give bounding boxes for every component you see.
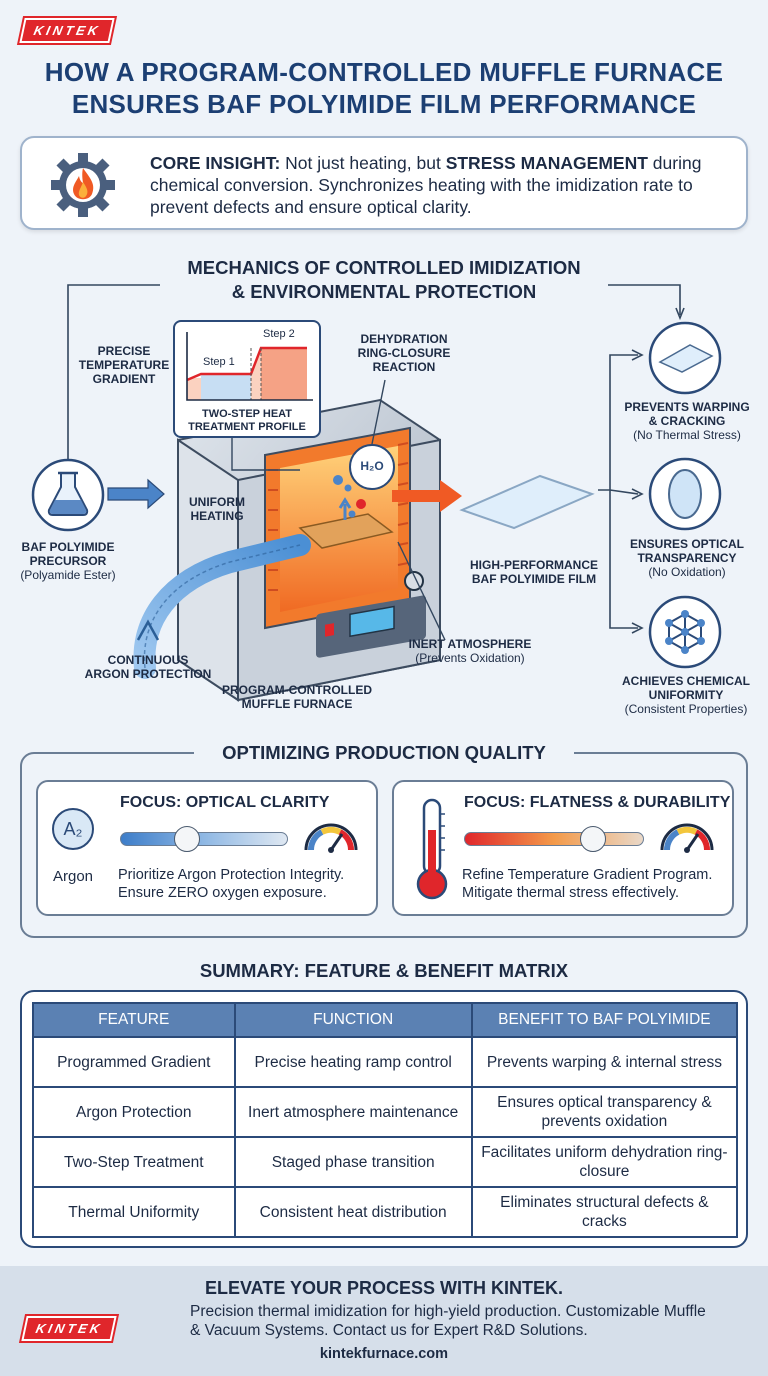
h2o-bubble	[349, 444, 395, 490]
header-benefit: BENEFIT TO BAF POLYIMIDE	[470, 1002, 739, 1038]
table-cell: Inert atmosphere maintenance	[233, 1086, 473, 1138]
outcome-uniformity: ACHIEVES CHEMICAL UNIFORMITY (Consistent…	[621, 674, 750, 716]
output-film	[459, 474, 595, 530]
table-row: Programmed Gradient Precise heating ramp…	[32, 1036, 739, 1088]
table-cell: Thermal Uniformity	[32, 1186, 236, 1238]
output-arrow	[392, 480, 462, 512]
footer-text: Precision thermal imidization for high-y…	[190, 1303, 706, 1339]
header-feature: FEATURE	[32, 1002, 236, 1038]
optical-clarity-focus: FOCUS: OPTICAL CLARITY	[120, 794, 330, 811]
power-switch	[325, 623, 334, 637]
dehydration-label: DEHYDRATION RING-CLOSURE REACTION	[357, 332, 451, 374]
table-header-row: FEATURE FUNCTION BENEFIT TO BAF POLYIMID…	[32, 1002, 739, 1038]
outcome-transparency: ENSURES OPTICAL TRANSPARENCY (No Oxidati…	[629, 537, 744, 579]
table-row: Thermal Uniformity Consistent heat distr…	[32, 1186, 739, 1238]
optimizing-title: OPTIMIZING PRODUCTION QUALITY	[194, 740, 574, 766]
table-cell: Argon Protection	[32, 1086, 236, 1138]
flatness-card: FOCUS: FLATNESS & DURABILITY Refine Temp…	[392, 780, 734, 916]
argon-badge-label: Argon	[52, 868, 94, 885]
flatness-focus: FOCUS: FLATNESS & DURABILITY	[464, 794, 731, 811]
gradient-label: PRECISE TEMPERATURE GRADIENT	[78, 344, 170, 386]
furnace-label: PROGRAM-CONTROLLED MUFFLE FURNACE	[222, 683, 372, 711]
argon-label: CONTINUOUS ARGON PROTECTION	[84, 653, 212, 681]
slider-knob[interactable]	[174, 826, 201, 852]
page-title: HOW A PROGRAM-CONTROLLED MUFFLE FURNACE …	[44, 57, 724, 119]
film-label: HIGH-PERFORMANCE BAF POLYIMIDE FILM	[470, 558, 598, 586]
chart-caption: TWO-STEP HEAT TREATMENT PROFILE	[188, 408, 306, 433]
table-cell: Facilitates uniform dehydration ring-clo…	[470, 1136, 739, 1188]
argon-badge-icon: A₂	[52, 808, 94, 850]
table-cell: Staged phase transition	[233, 1136, 473, 1188]
argon-priority-slider[interactable]	[120, 826, 288, 852]
step1-label: Step 1	[203, 356, 235, 368]
table-cell: Precise heating ramp control	[233, 1036, 473, 1088]
h2o-label: H₂O	[360, 459, 384, 473]
table-cell: Ensures optical transparency & prevents …	[470, 1086, 739, 1138]
gauge-icon	[660, 823, 714, 853]
table-row: Argon Protection Inert atmosphere mainte…	[32, 1086, 739, 1138]
summary-title: SUMMARY: FEATURE & BENEFIT MATRIX	[199, 960, 569, 981]
uniform-heating-label: UNIFORM HEATING	[189, 495, 245, 523]
brand-logo: KINTEK	[19, 18, 116, 43]
slider-knob[interactable]	[580, 826, 607, 852]
gear-flame-icon	[51, 153, 115, 217]
table-cell: Consistent heat distribution	[233, 1186, 473, 1238]
table-row: Two-Step Treatment Staged phase transiti…	[32, 1136, 739, 1188]
table-cell: Two-Step Treatment	[32, 1136, 236, 1188]
table-cell: Prevents warping & internal stress	[470, 1036, 739, 1088]
feature-benefit-table: FEATURE FUNCTION BENEFIT TO BAF POLYIMID…	[32, 1002, 739, 1238]
thermometer-icon	[416, 798, 448, 900]
inert-atmosphere-label: INERT ATMOSPHERE (Prevents Oxidation)	[408, 637, 532, 665]
display-screen	[349, 605, 395, 638]
table-cell: Eliminates structural defects & cracks	[470, 1186, 739, 1238]
outcome-warping: PREVENTS WARPING & CRACKING (No Thermal …	[624, 400, 750, 442]
precursor-connector	[67, 284, 160, 460]
two-step-profile-chart: Step 1 Step 2 TWO-STEP HEAT TREATMENT PR…	[173, 320, 321, 438]
feed-arrow	[107, 478, 165, 510]
temperature-gradient-slider[interactable]	[464, 826, 644, 852]
mechanics-title: MECHANICS OF CONTROLLED IMIDIZATION & EN…	[187, 257, 581, 302]
table-cell: Programmed Gradient	[32, 1036, 236, 1088]
header-function: FUNCTION	[233, 1002, 473, 1038]
optical-clarity-text: Prioritize Argon Protection Integrity. E…	[118, 867, 345, 901]
precursor-label: BAF POLYIMIDE PRECURSOR (Polyamide Ester…	[20, 540, 116, 582]
footer-logo: KINTEK	[21, 1316, 118, 1341]
footer: ELEVATE YOUR PROCESS WITH KINTEK. KINTEK…	[0, 1266, 768, 1376]
gauge-icon	[304, 823, 358, 853]
optical-clarity-card: FOCUS: OPTICAL CLARITY A₂ Argon Prioriti…	[36, 780, 378, 916]
outcome-connector	[608, 284, 681, 315]
flatness-text: Refine Temperature Gradient Program. Mit…	[462, 867, 713, 901]
step2-label: Step 2	[263, 328, 295, 340]
mechanics-diagram	[31, 284, 722, 702]
footer-headline: ELEVATE YOUR PROCESS WITH KINTEK.	[204, 1278, 564, 1298]
insight-text: CORE INSIGHT: Not just heating, but STRE…	[150, 153, 702, 217]
core-insight-card: CORE INSIGHT: Not just heating, but STRE…	[20, 136, 748, 230]
footer-link[interactable]: kintekfurnace.com	[319, 1346, 449, 1362]
